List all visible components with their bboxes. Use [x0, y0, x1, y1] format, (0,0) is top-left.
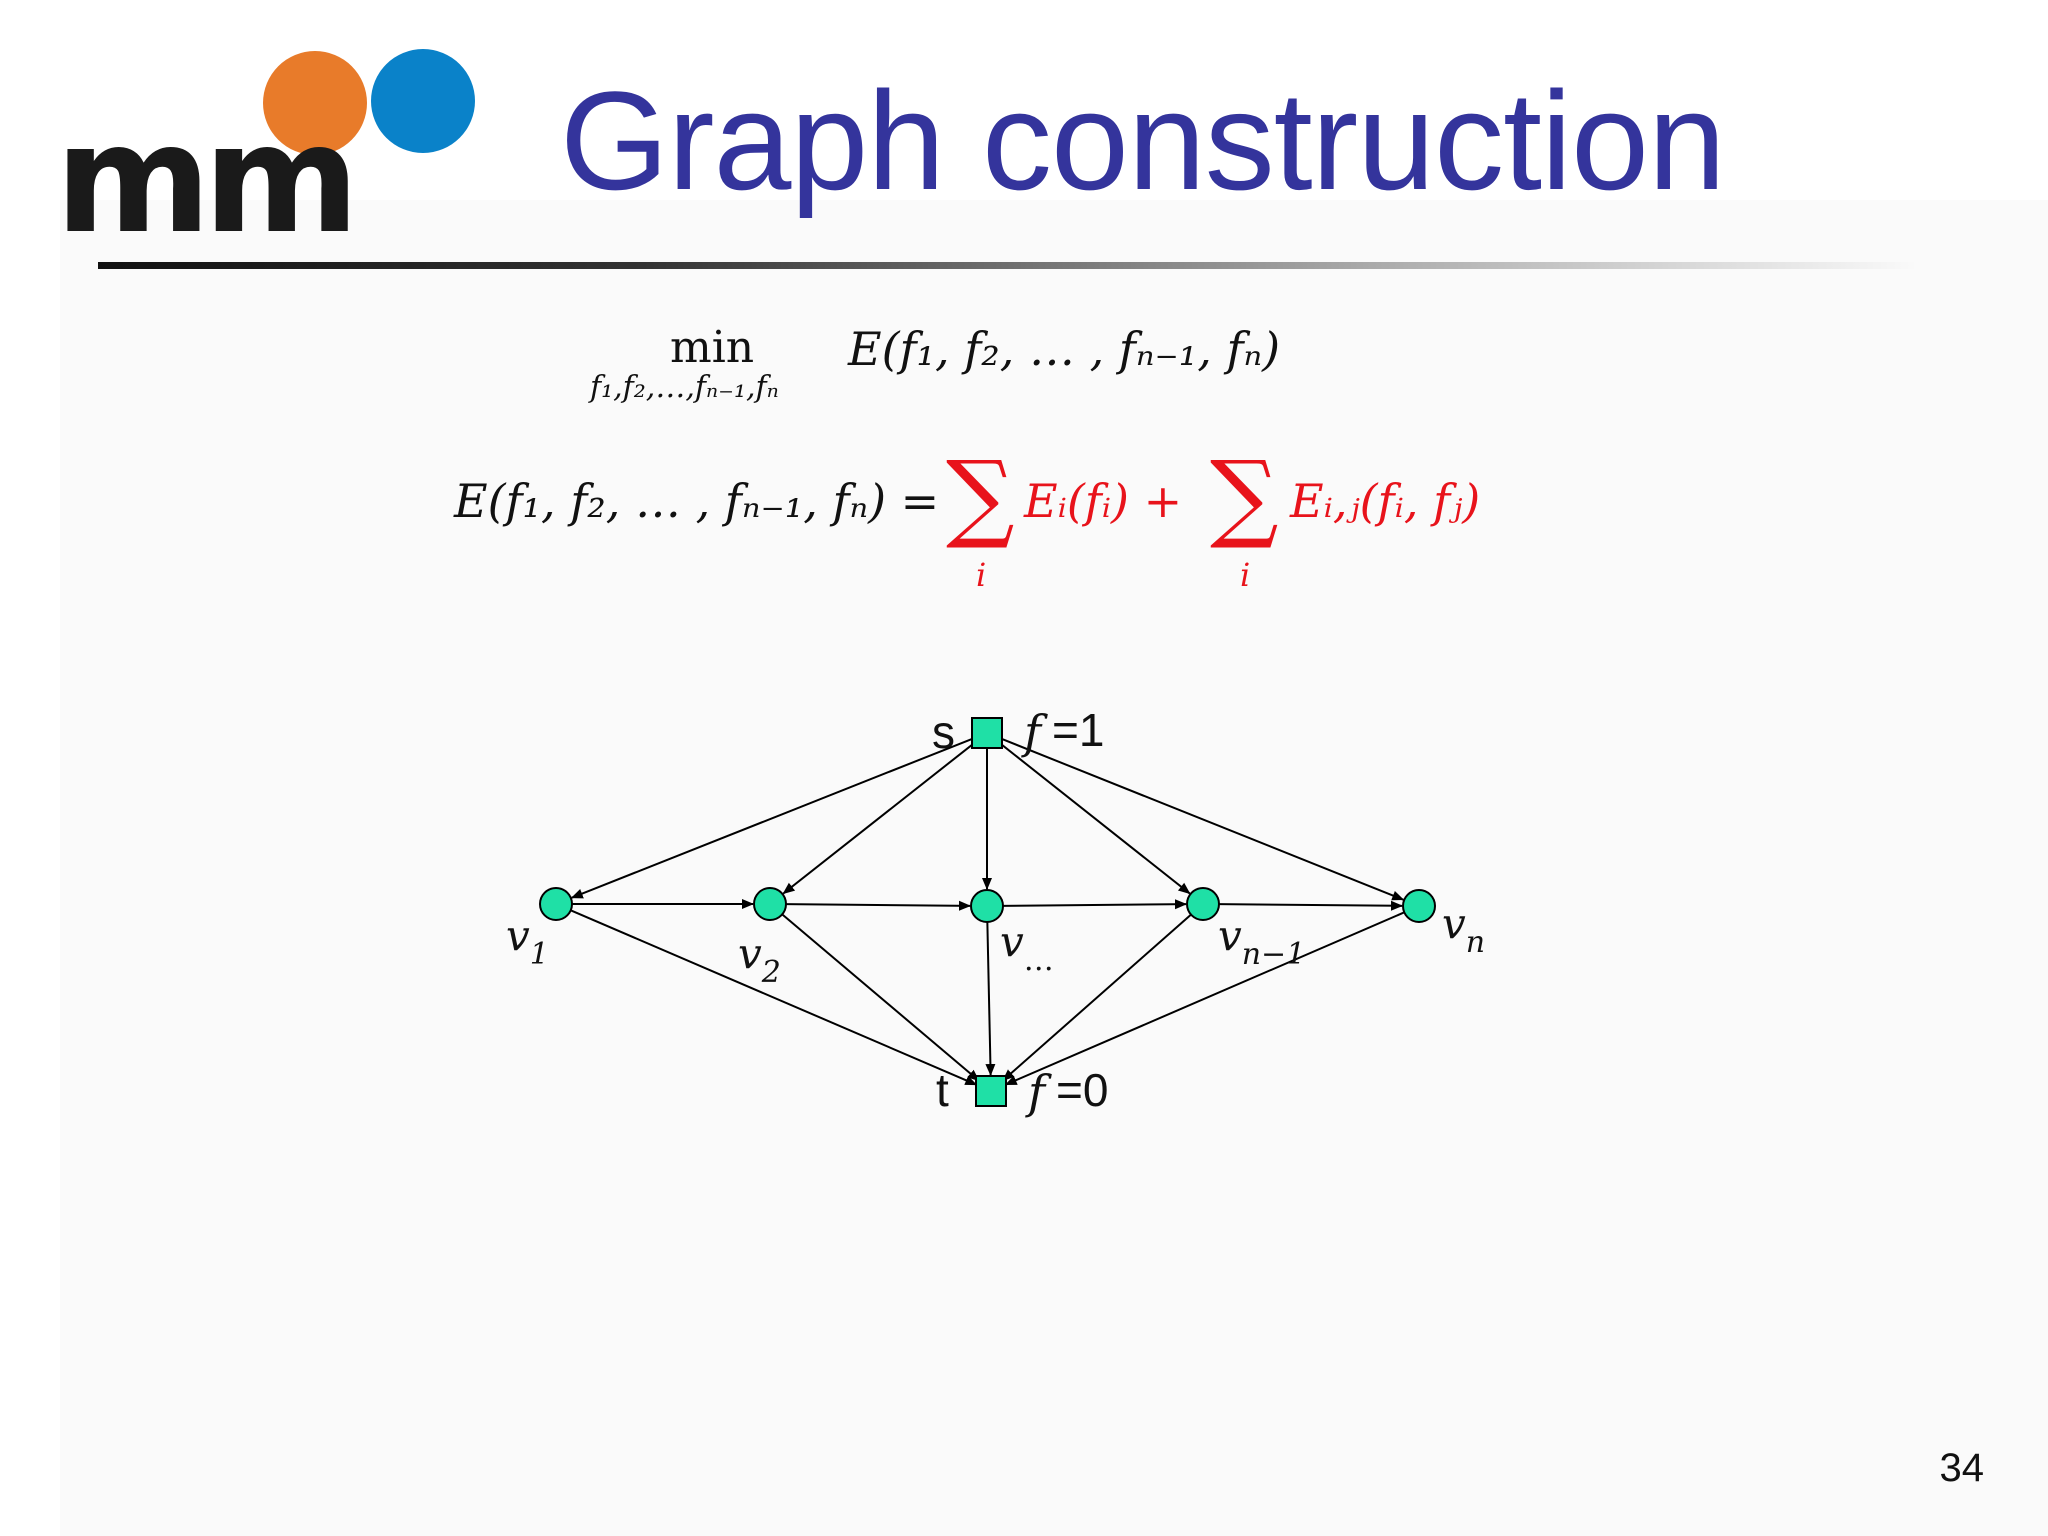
edge-vn1-vn — [1218, 900, 1404, 911]
sink-f-symbol: f — [1025, 1065, 1052, 1119]
node-vdots — [970, 889, 1004, 923]
logo-orange-dot — [263, 51, 367, 155]
mm-logo: mm — [55, 49, 475, 245]
edge-vn-t — [1004, 911, 1405, 1086]
node-v1 — [539, 887, 573, 921]
sum-index-pairwise: i — [1240, 556, 1251, 594]
page-number: 34 — [1939, 1446, 1985, 1490]
edge-s-v2 — [782, 741, 976, 895]
node-label-vn1: vn−1 — [1218, 911, 1305, 972]
logo-text: mm — [55, 93, 352, 245]
node-label-vdots: v… — [1000, 917, 1054, 978]
edge-v2-t — [781, 913, 980, 1082]
node-v2 — [753, 887, 787, 921]
node-label-vn: vn — [1442, 899, 1485, 960]
sum-index-unary: i — [976, 556, 987, 594]
node-vn1 — [1186, 887, 1220, 921]
energy-expression: E(f₁, f₂, … , fₙ₋₁, fₙ) — [848, 322, 1281, 376]
node-label-v2: v2 — [738, 929, 781, 990]
edge-vdots-vn1 — [1002, 899, 1188, 910]
edge-v2-vdots — [785, 900, 972, 911]
min-subscript: f₁,f₂,…,fₙ₋₁,fₙ — [590, 370, 779, 405]
edge-vdots-t — [985, 921, 996, 1077]
min-operator: min — [670, 322, 755, 373]
page-title: Graph construction — [560, 62, 1726, 219]
source-f-symbol: f — [1021, 705, 1048, 759]
edge-s-v1 — [570, 737, 974, 899]
sum-symbol-unary: ∑ — [946, 440, 1015, 552]
sum-symbol-pairwise: ∑ — [1210, 440, 1279, 552]
source-label: s — [932, 706, 955, 758]
slide-background — [60, 200, 2048, 1536]
unary-term: Eᵢ(fᵢ) + — [1024, 474, 1183, 528]
edge-s-vn1 — [998, 741, 1191, 895]
energy-definition-lhs: E(f₁, f₂, … , fₙ₋₁, fₙ) = — [454, 474, 940, 528]
edge-v1-t — [570, 909, 978, 1086]
graph-edges — [570, 737, 1405, 1086]
title-divider — [98, 262, 1918, 269]
node-vn — [1402, 889, 1436, 923]
graph-nodes: v1 v2 v… vn−1 vn — [506, 717, 1485, 1107]
sink-f-value: =0 — [1056, 1064, 1108, 1116]
node-label-v1: v1 — [506, 911, 549, 972]
source-f-value: =1 — [1052, 704, 1104, 756]
source-node — [971, 717, 1003, 749]
sink-node — [975, 1075, 1007, 1107]
pairwise-term: Eᵢ,ⱼ(fᵢ, fⱼ) — [1290, 474, 1481, 528]
edge-vn1-t — [1002, 913, 1192, 1082]
edge-s-vn — [1000, 737, 1405, 901]
sink-label: t — [936, 1064, 949, 1116]
logo-blue-dot — [371, 49, 475, 153]
